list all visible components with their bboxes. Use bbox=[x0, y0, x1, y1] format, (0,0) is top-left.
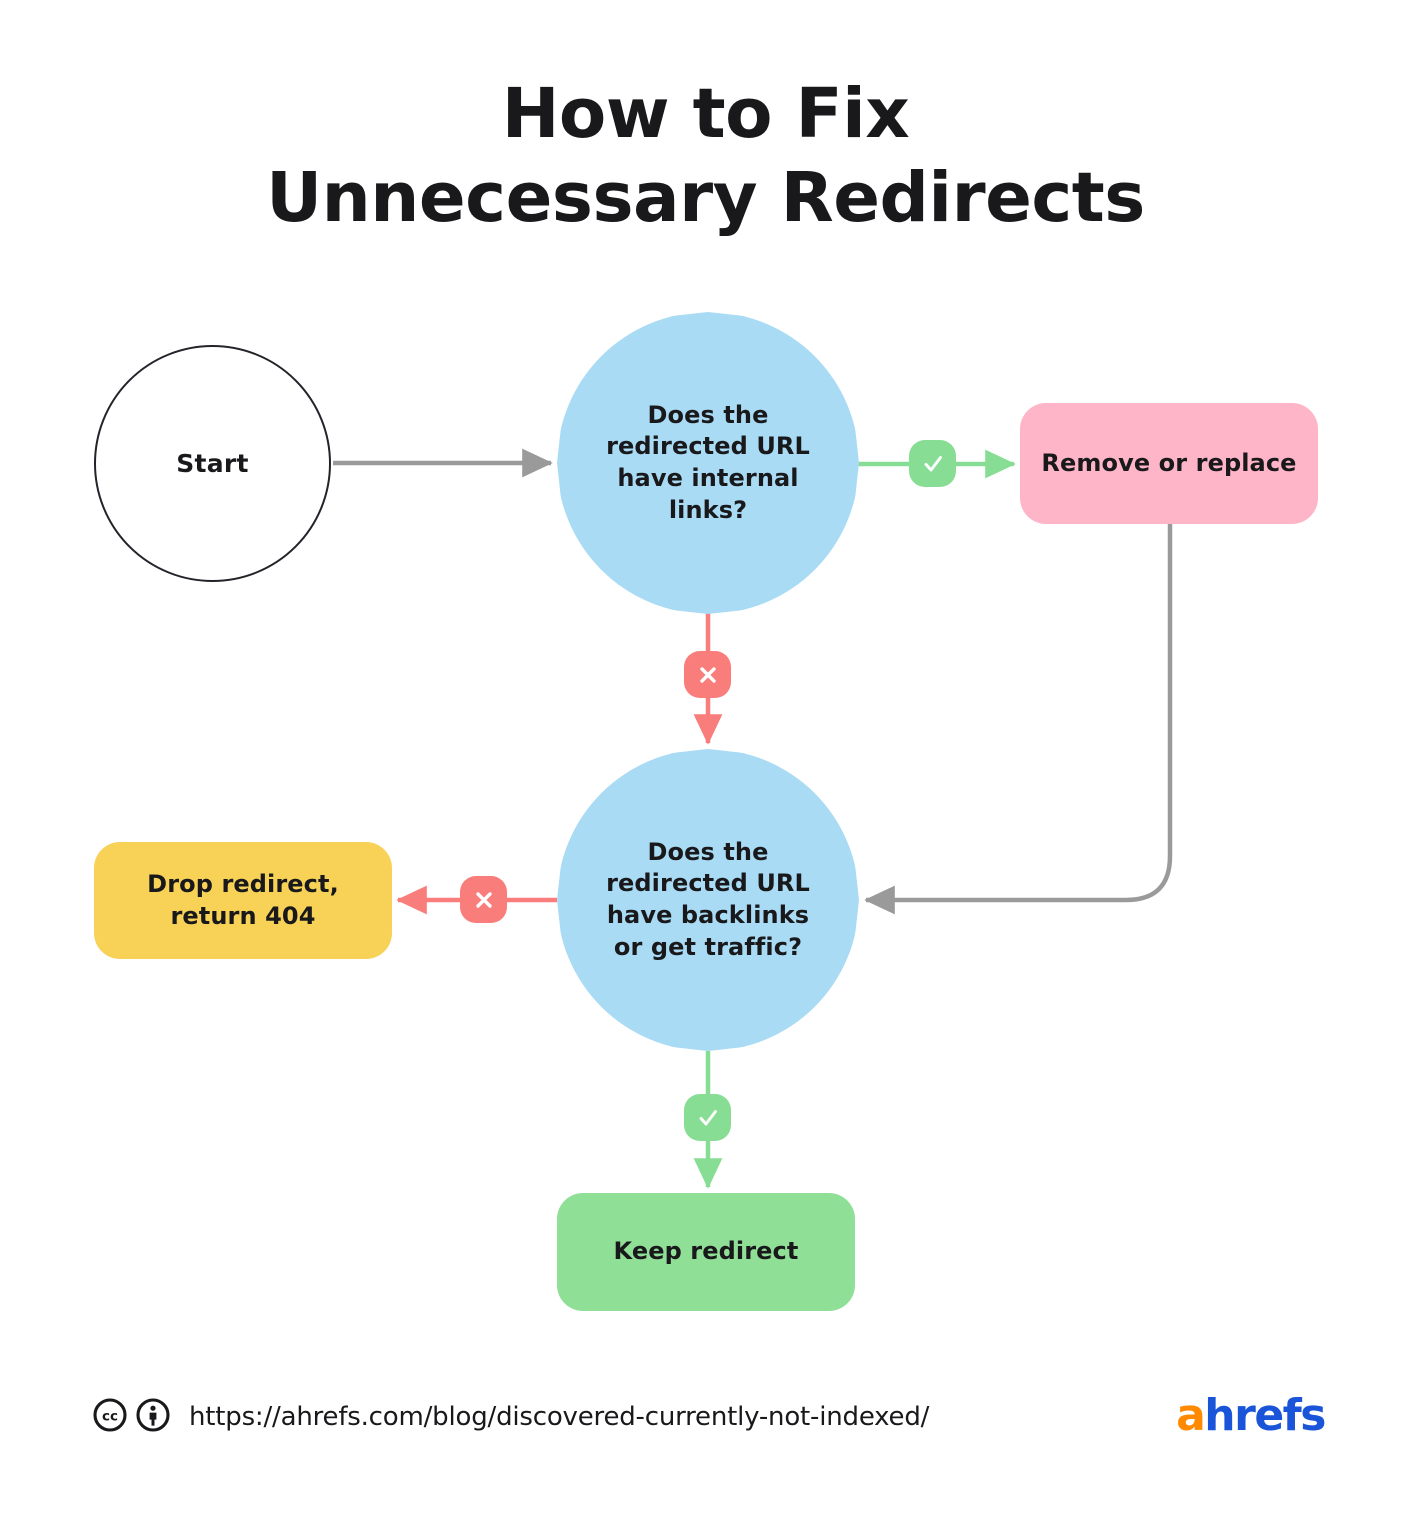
source-url[interactable]: https://ahrefs.com/blog/discovered-curre… bbox=[189, 1402, 930, 1432]
cross-icon bbox=[471, 887, 497, 913]
ahrefs-logo-rest: hrefs bbox=[1204, 1390, 1326, 1441]
ahrefs-logo-a: a bbox=[1176, 1390, 1206, 1441]
cross-icon bbox=[695, 662, 721, 688]
creative-commons-icon: cc bbox=[93, 1398, 127, 1436]
edge-badge-yes-backlinks-traffic bbox=[684, 1094, 731, 1141]
node-keep-redirect[interactable]: Keep redirect bbox=[557, 1193, 855, 1311]
check-icon bbox=[695, 1105, 721, 1131]
footer: cc https://ahrefs.com/blog/discovered-cu… bbox=[0, 1394, 1411, 1488]
flowchart-canvas: Start Does the redirected URL have inter… bbox=[94, 312, 1318, 1311]
node-start-label: Start bbox=[176, 449, 249, 478]
node-start[interactable]: Start bbox=[94, 345, 331, 582]
ahrefs-logo[interactable]: ahrefs bbox=[1176, 1394, 1326, 1438]
node-decision-backlinks-traffic[interactable]: Does the redirected URL have backlinks o… bbox=[557, 749, 859, 1051]
attribution-icon bbox=[136, 1398, 170, 1436]
node-decision-internal-links-label: Does the redirected URL have internal li… bbox=[606, 400, 810, 524]
node-remove-or-replace[interactable]: Remove or replace bbox=[1020, 403, 1318, 524]
edge-badge-no-backlinks-traffic bbox=[460, 876, 507, 923]
edge-badge-no-internal-links bbox=[684, 651, 731, 698]
node-drop-redirect-label: Drop redirect, return 404 bbox=[147, 869, 339, 930]
node-decision-internal-links[interactable]: Does the redirected URL have internal li… bbox=[557, 312, 859, 614]
edge-remove-to-decision2 bbox=[864, 524, 1173, 915]
edge-badge-yes-internal-links bbox=[909, 440, 956, 487]
svg-text:cc: cc bbox=[102, 1409, 118, 1425]
node-keep-redirect-label: Keep redirect bbox=[613, 1237, 799, 1266]
node-remove-or-replace-label: Remove or replace bbox=[1041, 448, 1297, 477]
license-icons: cc bbox=[93, 1398, 170, 1436]
check-icon bbox=[920, 451, 946, 477]
node-decision-backlinks-traffic-label: Does the redirected URL have backlinks o… bbox=[606, 837, 810, 961]
node-drop-redirect[interactable]: Drop redirect, return 404 bbox=[94, 842, 392, 959]
footer-attribution: cc https://ahrefs.com/blog/discovered-cu… bbox=[93, 1398, 929, 1436]
